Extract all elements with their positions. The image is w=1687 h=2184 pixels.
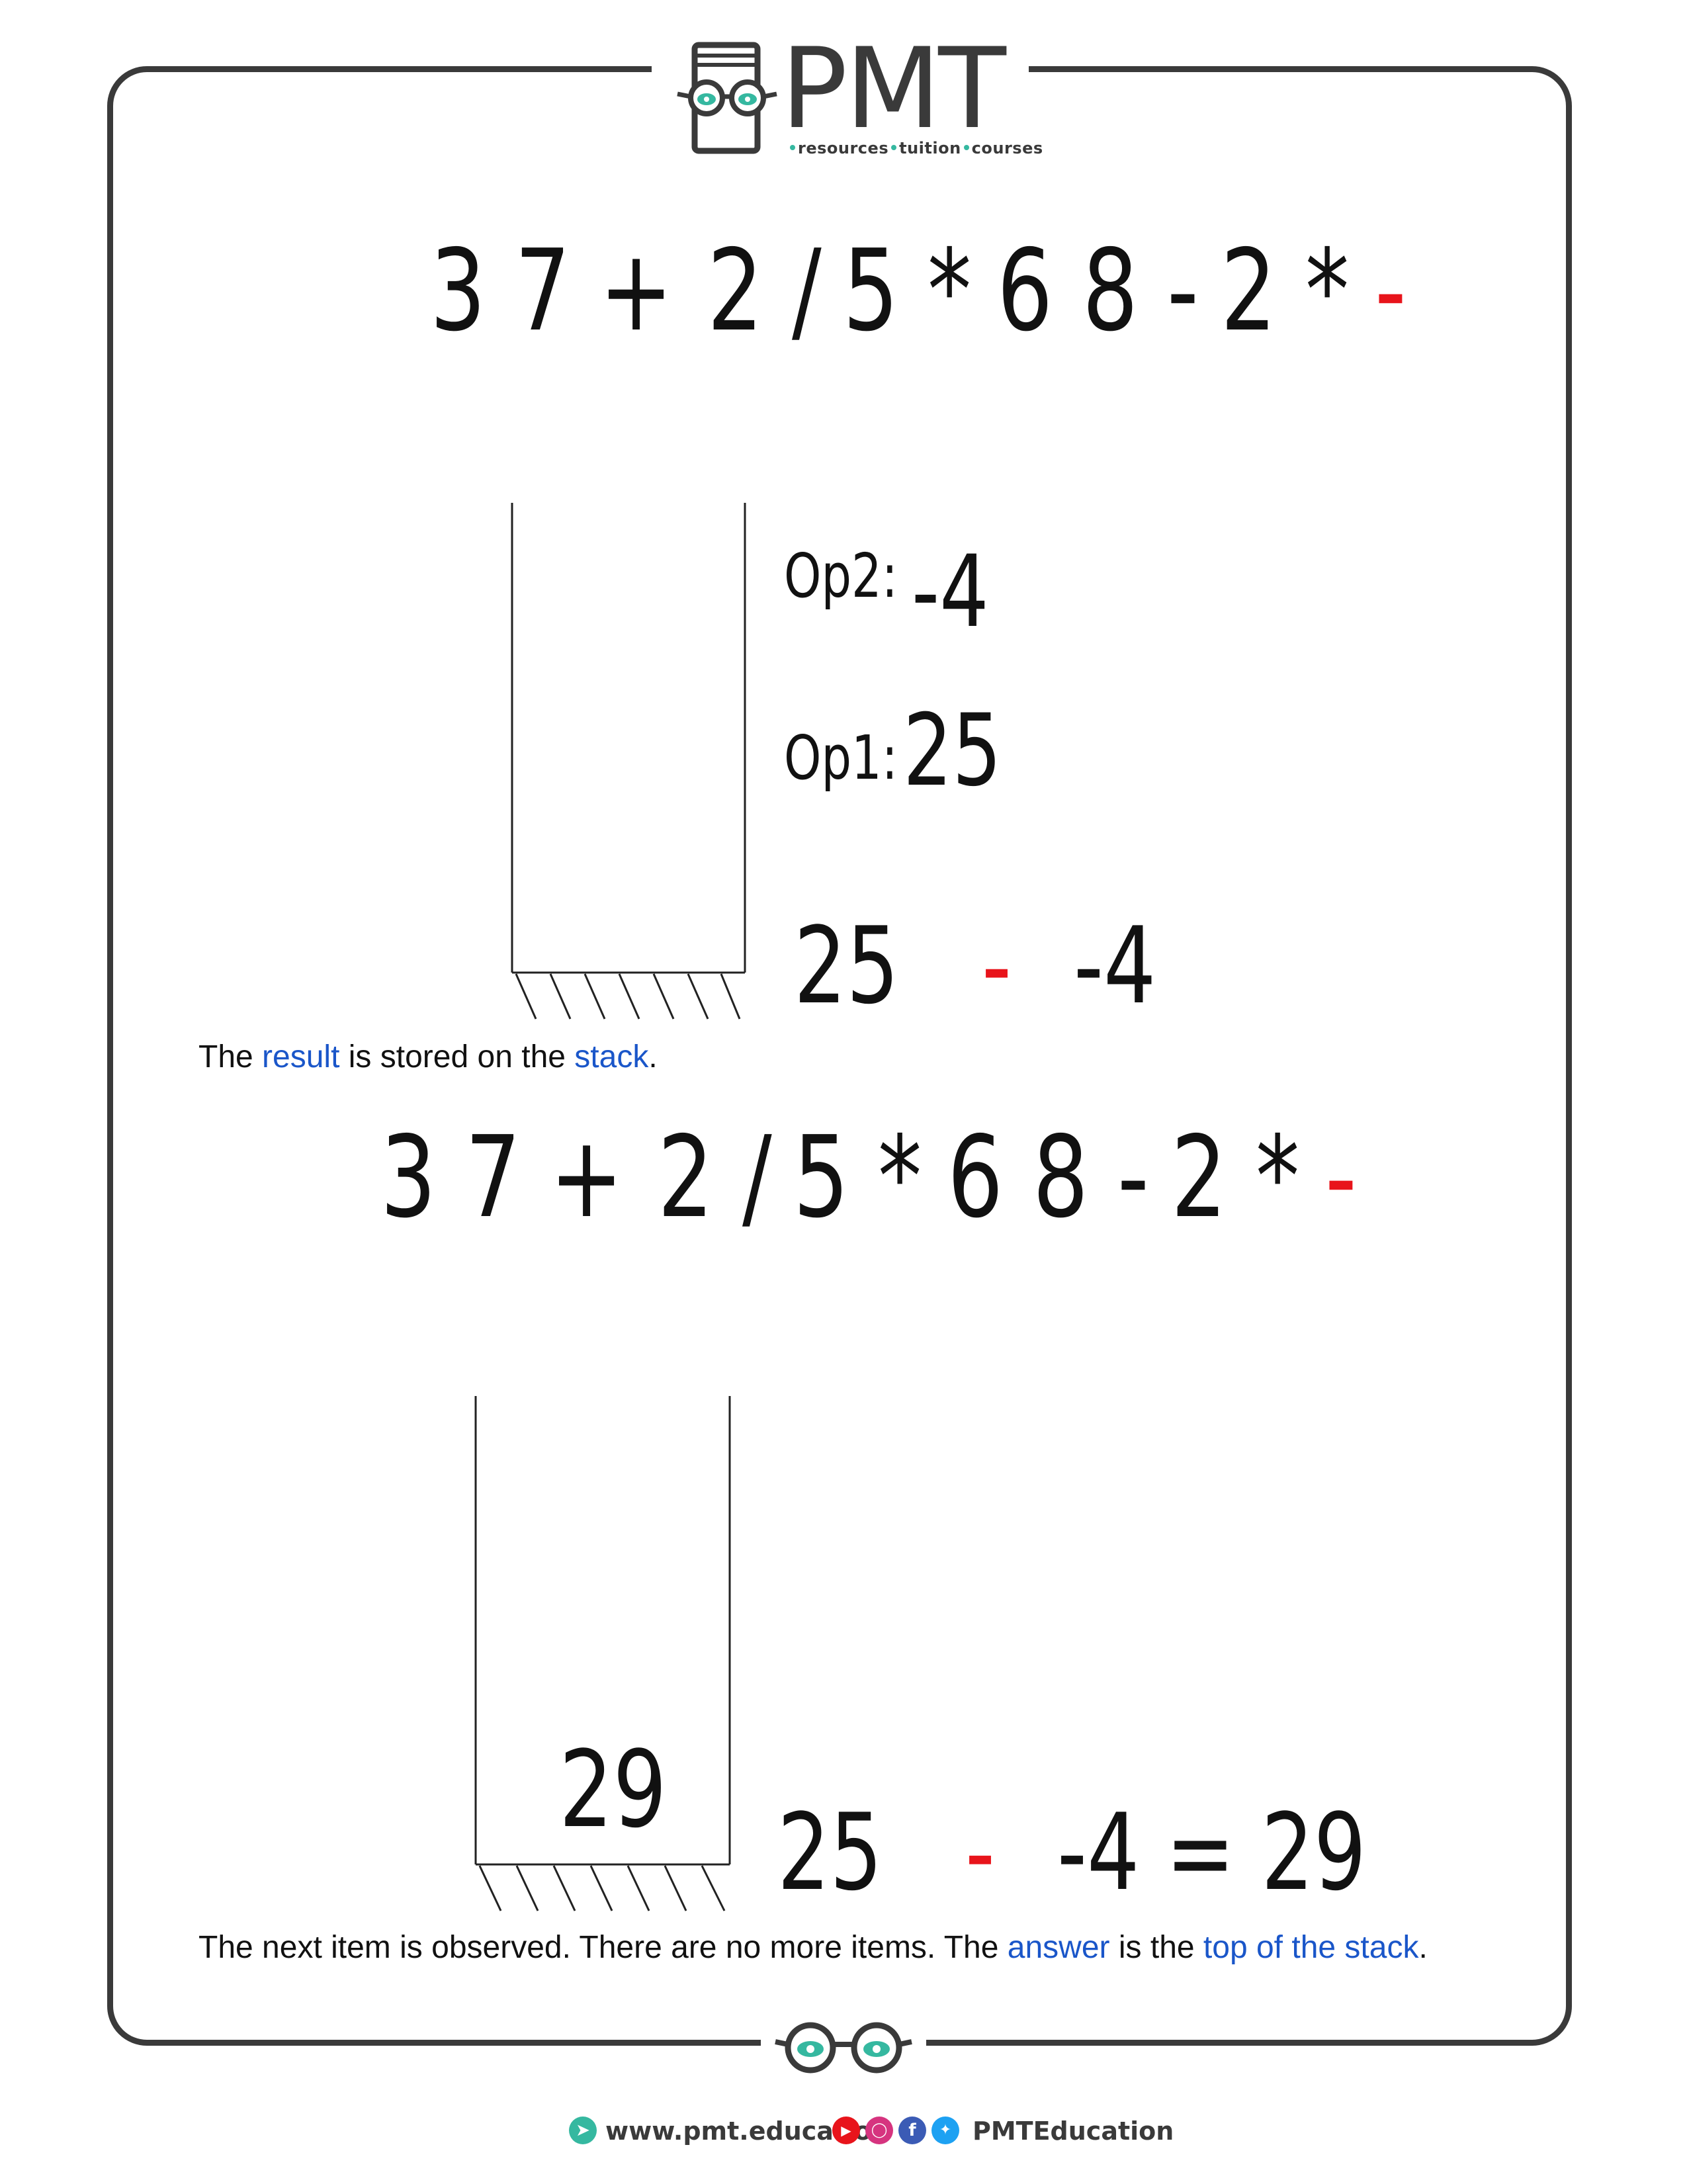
calc-operator: - [965,1790,996,1914]
expression-step2: 3 7 + 2 / 5 * 6 8 - 2 * - [380,1121,1379,1234]
caption-highlight: result [262,1039,340,1074]
book-glasses-icon [677,42,777,154]
social-handle[interactable]: PMTEducation [973,2117,1174,2146]
calc-right: -4 [1074,904,1156,1027]
tagline-part: courses [971,139,1043,157]
expr-token: * [878,1112,922,1243]
stack-top-value: 29 [559,1727,667,1851]
logo-tagline: resources tuition courses [787,139,1043,157]
op1-value: 25 [903,693,1002,808]
calculation-step1: 25 - -4 [794,913,1180,1019]
expr-token: 8 [1032,1112,1088,1243]
caption-step2: The next item is observed. There are no … [198,1929,1428,1966]
tagline-dot [963,145,969,150]
op2-readout: Op2: [784,546,930,607]
tagline-dot [891,145,897,150]
stack-diagram-step1 [511,503,746,1020]
expr-token: 2 [657,1112,714,1243]
tagline-dot [790,145,795,150]
caption-highlight: answer [1007,1930,1110,1965]
op1-readout: Op1: [784,728,930,789]
calc-left: 25 [794,904,899,1027]
expr-token: * [928,226,972,357]
expr-token: / [742,1112,772,1243]
expr-current-token: - [1325,1112,1358,1243]
op1-value-box: 25 [903,701,1029,801]
stack-diagram-step2 [474,1396,731,1911]
twitter-icon[interactable]: ✦ [931,2117,959,2144]
caption-text: is stored on the [339,1039,575,1074]
expr-token: 2 [1171,1112,1227,1243]
calculation-step2: 25 - -4 = 29 [777,1800,1453,1905]
expr-token: + [599,226,673,357]
op1-label: Op1: [784,722,898,793]
expr-token: - [1166,226,1199,357]
instagram-icon[interactable]: ◯ [865,2117,893,2144]
expr-token: 2 [1221,226,1277,357]
glasses-icon [775,2022,912,2074]
expr-token: 6 [947,1112,1004,1243]
youtube-icon[interactable]: ▶ [832,2117,860,2144]
footer: ➤ www.pmt.education ▶ ◯ f ✦ PMTEducation [0,2114,1687,2154]
expr-token: 6 [997,226,1053,357]
tagline-part: tuition [899,139,961,157]
expr-token: - [1117,1112,1149,1243]
expr-current-token: - [1375,226,1407,357]
logo-wordmark: PMT [781,24,1006,153]
expr-token: / [791,226,822,357]
expr-token: 8 [1082,226,1138,357]
expr-token: 3 [430,226,486,357]
caption-text: . [1418,1930,1428,1965]
calc-right-result: -4 = 29 [1057,1790,1367,1914]
expr-token: 7 [465,1112,521,1243]
expr-token: 5 [843,226,899,357]
op2-value: -4 [912,535,989,650]
caption-text: . [648,1039,658,1074]
expr-token: + [550,1112,624,1243]
caption-text: The next item is observed. There are no … [198,1930,1008,1965]
expr-token: 2 [707,226,763,357]
caption-highlight: stack [574,1039,649,1074]
expression-step1: 3 7 + 2 / 5 * 6 8 - 2 * - [430,235,1429,347]
expr-token: 7 [515,226,571,357]
expr-token: * [1256,1112,1300,1243]
expr-token: 5 [793,1112,849,1243]
facebook-icon[interactable]: f [898,2117,926,2144]
tagline-part: resources [798,139,889,157]
frame-gap-top [652,58,1029,81]
calc-operator: - [982,904,1012,1027]
cursor-icon[interactable]: ➤ [569,2117,597,2144]
caption-highlight: top of the stack [1203,1930,1419,1965]
caption-step1: The result is stored on the stack. [198,1039,658,1075]
calc-left: 25 [777,1790,883,1914]
op2-value-box: -4 [912,543,1011,642]
caption-text: The [198,1039,263,1074]
expr-token: * [1305,226,1350,357]
expr-token: 3 [380,1112,437,1243]
op2-label: Op2: [784,541,898,611]
caption-text: is the [1109,1930,1203,1965]
